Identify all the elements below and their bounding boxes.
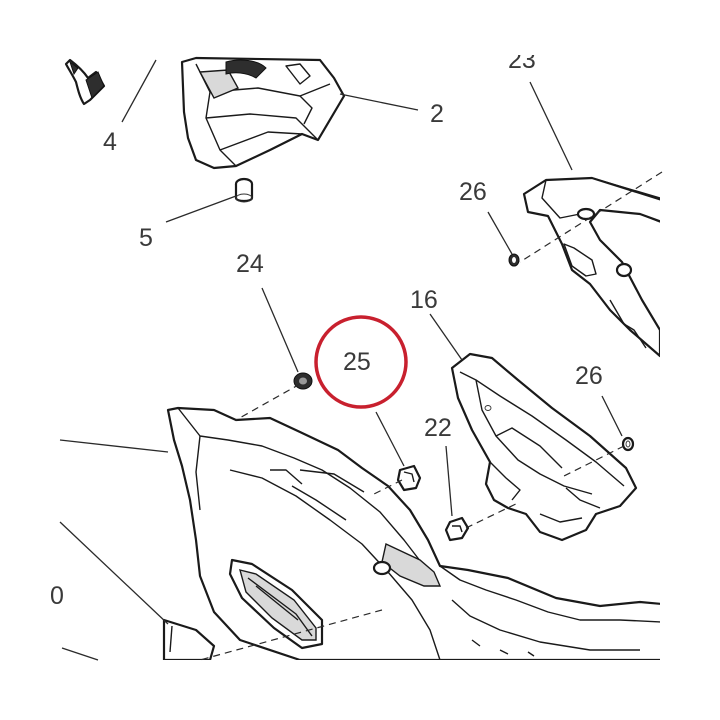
label-16: 16 (410, 286, 438, 314)
label-24: 24 (236, 250, 264, 278)
part-labels: 4 2 5 23 26 24 25 16 26 22 0 (50, 46, 603, 610)
highlight-circle-part-25 (314, 315, 408, 409)
label-left-partial: 0 (50, 582, 64, 610)
part-16-cover (450, 352, 638, 542)
main-housing (162, 406, 660, 660)
label-2: 2 (430, 100, 444, 128)
part-26-ring-right (621, 436, 635, 452)
label-4: 4 (103, 128, 117, 156)
part-23-bracket (522, 176, 660, 358)
part-26-ring-top (508, 253, 520, 267)
leader-lines (59, 59, 623, 661)
part-2-housing (180, 56, 346, 170)
part-5-bushing (234, 177, 254, 203)
part-24-grommet (293, 372, 313, 390)
label-26-right: 26 (575, 362, 603, 390)
part-22-fastener (444, 516, 470, 542)
top-margin (0, 0, 720, 55)
label-5: 5 (139, 224, 153, 252)
label-22: 22 (424, 414, 452, 442)
label-25: 25 (343, 348, 371, 376)
dashed-axes (199, 171, 663, 661)
part-4-fragment (64, 58, 106, 106)
part-25-clip (396, 464, 422, 492)
label-26-top: 26 (459, 178, 487, 206)
